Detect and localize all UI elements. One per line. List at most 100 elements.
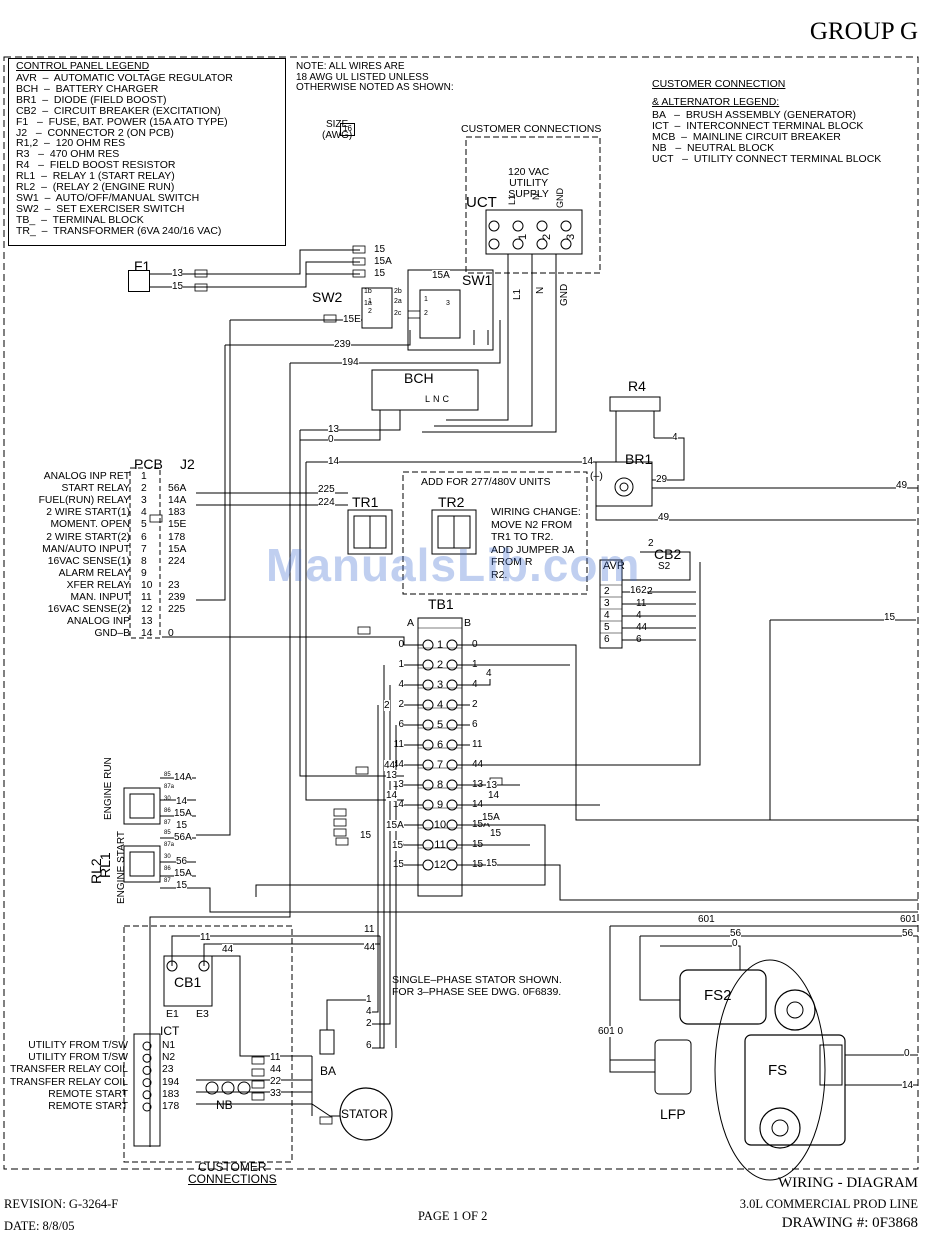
j2-pin-label: MAN/AUTO INPUT bbox=[42, 543, 130, 555]
wire-number: 11 bbox=[364, 924, 375, 935]
j2-pin-number: 2 bbox=[141, 483, 147, 495]
bch-pins: LNC bbox=[425, 394, 453, 404]
customer-connections-title: CUSTOMER CONNECTIONS bbox=[461, 123, 602, 135]
tb1-terminal-number: 6 bbox=[436, 739, 444, 751]
uct-wire-gnd: GND bbox=[559, 283, 570, 306]
switch-pin: 2 bbox=[368, 308, 372, 315]
tb1-screw-left bbox=[422, 719, 434, 731]
option-text-line: MOVE N2 FROM bbox=[491, 518, 573, 531]
tb1-right-wire: 14 bbox=[472, 799, 484, 810]
wire-number: 601 0 bbox=[598, 1026, 624, 1037]
tb1-terminal-number: 5 bbox=[436, 719, 444, 731]
j2-pin-wire: 224 bbox=[168, 555, 186, 567]
j2-pin-wire: 239 bbox=[168, 592, 186, 603]
tb1-left-wire: 44 bbox=[392, 759, 404, 770]
ict-screw bbox=[142, 1053, 152, 1063]
wire-number: 11 bbox=[270, 1052, 281, 1063]
cb2-wire: 44 bbox=[636, 622, 648, 633]
ict-row-label: REMOTE START bbox=[48, 1101, 128, 1112]
sw2-label: SW2 bbox=[312, 289, 343, 305]
tb1-screw-right bbox=[446, 639, 458, 651]
legend-item: SW2 – SET EXERCISER SWITCH bbox=[16, 202, 185, 215]
wire-number: 15E bbox=[343, 314, 361, 325]
wire-number: 2 bbox=[384, 700, 390, 711]
j2-pin-number: 8 bbox=[141, 555, 147, 567]
tb1-right-wire: 1 bbox=[472, 659, 478, 670]
tb1-screw-right bbox=[446, 739, 458, 751]
awg-size-tag bbox=[251, 1080, 265, 1089]
relay-pin: 30 bbox=[164, 854, 171, 860]
relay-pin: 30 bbox=[164, 796, 171, 802]
tb1-terminal-number: 8 bbox=[436, 779, 444, 791]
ict-row-wire: N2 bbox=[162, 1052, 176, 1064]
wire-number: 56 bbox=[902, 928, 914, 939]
avr-hint: AVR bbox=[603, 560, 625, 572]
tb1-left-wire: 11 bbox=[393, 739, 404, 750]
ict-row-wire: 183 bbox=[162, 1088, 180, 1100]
ba-symbol bbox=[319, 1029, 335, 1055]
bch-label: BCH bbox=[404, 370, 434, 386]
ict-row-label: TRANSFER RELAY COIL bbox=[9, 1076, 128, 1088]
tb1-right-wire: 2 bbox=[472, 699, 478, 710]
ba-label: BA bbox=[320, 1064, 337, 1078]
cb1-label: CB1 bbox=[174, 974, 202, 990]
engine-start-label: ENGINE START bbox=[116, 831, 127, 904]
cb2-terminal-number: 4 bbox=[604, 610, 610, 621]
tb1-terminal-number: 12 bbox=[433, 859, 447, 871]
wire-number: 13 bbox=[172, 268, 184, 279]
nb-label: NB bbox=[216, 1098, 233, 1112]
cb2-terminal-number: 6 bbox=[604, 634, 610, 645]
wire-number: 49 bbox=[658, 512, 670, 523]
switch-pin: 1b bbox=[364, 288, 372, 295]
j2-pin-label: FUEL(RUN) RELAY bbox=[38, 495, 130, 507]
uct-screw bbox=[536, 238, 548, 250]
legend-item: R1,2 – 120 OHM RES bbox=[16, 137, 126, 150]
drawing-number: DRAWING #: 0F3868 bbox=[781, 1215, 918, 1231]
j2-pin-number: 11 bbox=[141, 592, 152, 603]
tb1-terminal-number: 1 bbox=[436, 639, 444, 651]
wire-number: 14 bbox=[582, 456, 594, 467]
uct-screw bbox=[512, 220, 524, 232]
ict-screw bbox=[142, 1090, 152, 1100]
option-box-title: ADD FOR 277/480V UNITS bbox=[421, 476, 551, 488]
tb1-screw-right bbox=[446, 819, 458, 831]
revision-label: REVISION: G-3264-F bbox=[4, 1197, 119, 1211]
stator-note: SINGLE–PHASE STATOR SHOWN.FOR 3–PHASE SE… bbox=[392, 974, 562, 998]
tb1-terminal-number: 2 bbox=[436, 659, 444, 671]
option-text-line: R2. bbox=[491, 568, 508, 581]
switch-pin: 1 bbox=[424, 296, 428, 303]
page-number: PAGE 1 OF 2 bbox=[418, 1209, 488, 1223]
relay-rl1 bbox=[123, 845, 161, 883]
alt-legend-item: UCT – UTILITY CONNECT TERMINAL BLOCK bbox=[652, 153, 882, 165]
j2-pin-number: 9 bbox=[141, 567, 147, 579]
j2-pin-label: START RELAY bbox=[61, 483, 130, 495]
j2-pin-label: MOMENT. OPEN bbox=[50, 519, 130, 531]
awg-size-tag bbox=[251, 1092, 265, 1101]
r4-label: R4 bbox=[628, 378, 646, 394]
wire-number: 15 bbox=[176, 820, 188, 831]
uct-terminal-block bbox=[485, 209, 583, 255]
awg-size-tag bbox=[194, 269, 208, 278]
legend-item: SW1 – AUTO/OFF/MANUAL SWITCH bbox=[16, 191, 200, 204]
tb1-right-wire: 0 bbox=[472, 639, 478, 650]
ict-row-wire: 178 bbox=[162, 1101, 180, 1112]
legend-item: J2 – CONNECTOR 2 (ON PCB) bbox=[16, 126, 174, 139]
awg-size-tag bbox=[333, 828, 347, 837]
ict-block bbox=[133, 1033, 161, 1147]
option-text-line: TR1 TO TR2. bbox=[491, 531, 554, 543]
wire-number: 15A bbox=[174, 868, 192, 879]
legend-item: TR_ – TRANSFORMER (6VA 240/16 VAC) bbox=[16, 224, 222, 237]
tb1-right-wire: 6 bbox=[472, 719, 478, 730]
j2-connector bbox=[129, 467, 161, 639]
wire-number: 0 bbox=[328, 434, 334, 445]
wire-number: 15 bbox=[486, 858, 498, 869]
tb1-right-wire: 44 bbox=[472, 759, 484, 770]
tb1-screw-right bbox=[446, 839, 458, 851]
tb1-screw-left bbox=[422, 819, 434, 831]
wire-number: 6 bbox=[366, 1040, 372, 1051]
tb1-label: TB1 bbox=[428, 596, 454, 612]
ict-screw bbox=[142, 1078, 152, 1088]
